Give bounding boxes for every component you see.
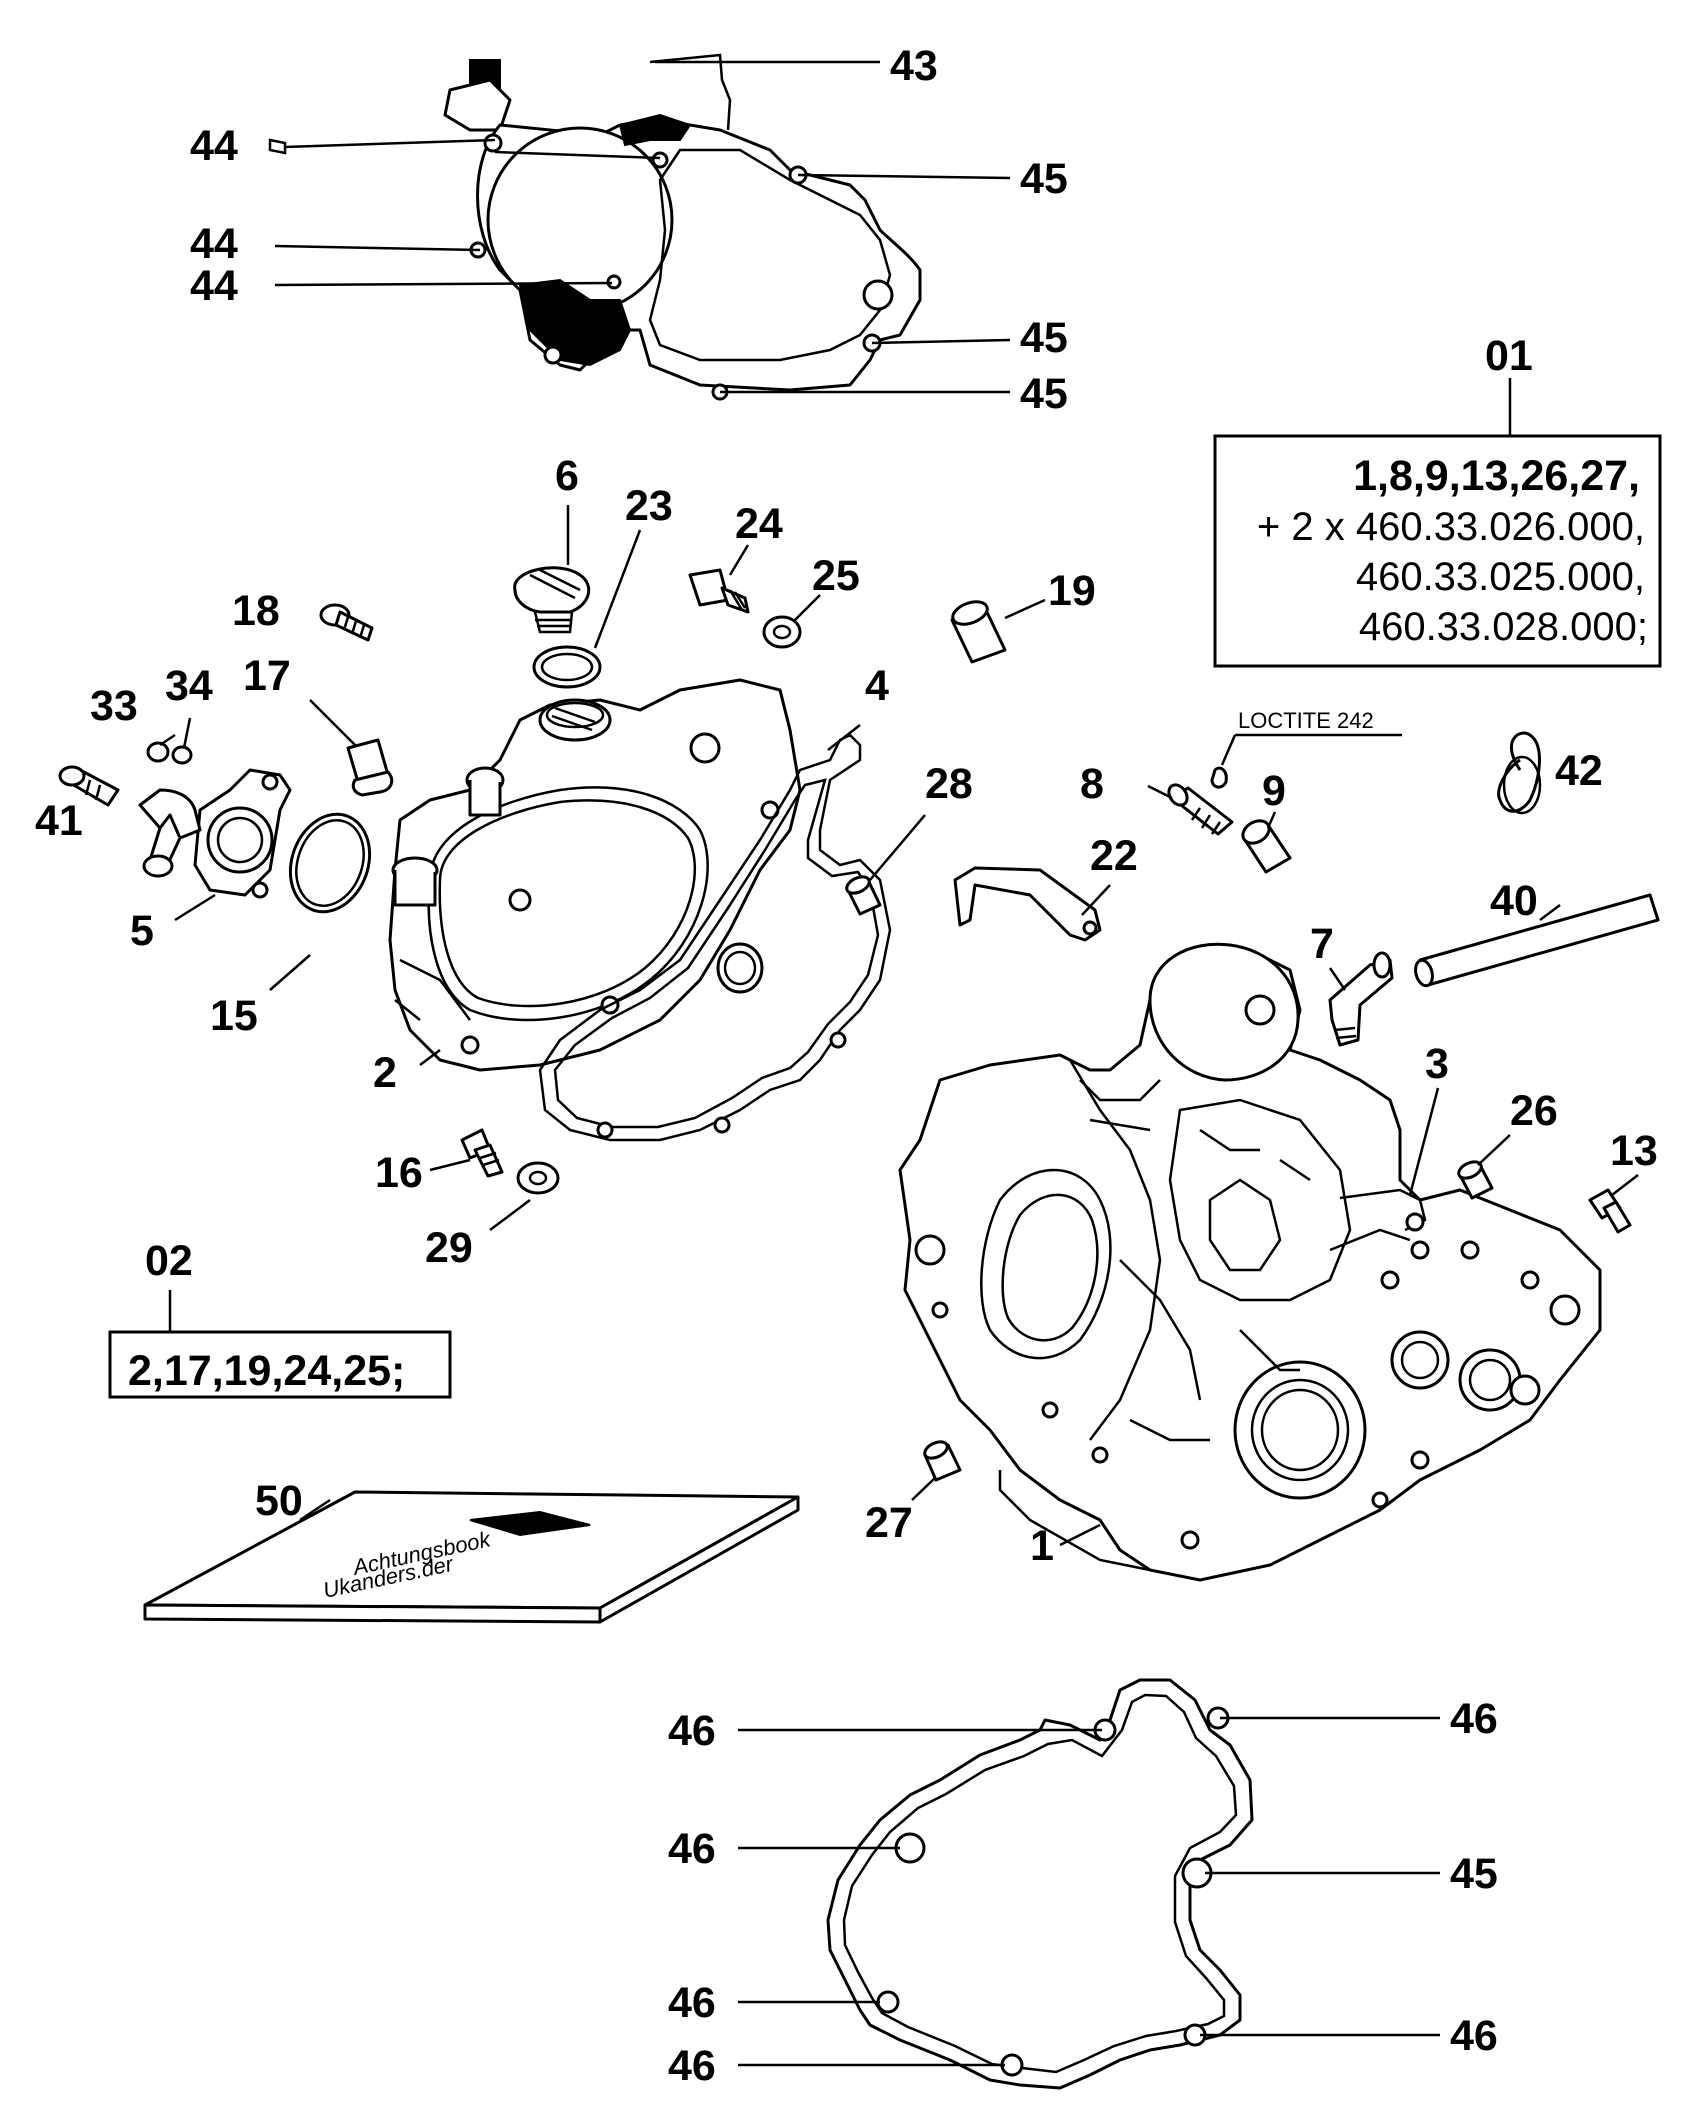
callout-41: 41	[35, 797, 83, 845]
callout-23: 23	[625, 482, 673, 530]
kit-01-line-2: + 2 x 460.33.026.000,	[1257, 505, 1645, 549]
callout-40: 40	[1490, 877, 1538, 925]
part-2-clutch-cover	[388, 678, 802, 1072]
callout-45-b: 45	[1020, 314, 1068, 362]
kit-02-line-1: 2,17,19,24,25;	[128, 1347, 405, 1395]
callout-44-a: 44	[190, 122, 238, 170]
callout-26: 26	[1510, 1087, 1558, 1135]
callout-17: 17	[243, 652, 291, 700]
part-6-filler-plug	[513, 505, 591, 634]
callout-42: 42	[1555, 747, 1603, 795]
part-9-nut	[1241, 811, 1292, 874]
callout-34: 34	[165, 662, 213, 710]
callout-46-e: 46	[1450, 2012, 1498, 2060]
part-50-manual	[143, 1490, 800, 1624]
kit-01-line-1: 1,8,9,13,26,27,	[1353, 452, 1640, 500]
callout-46-f: 46	[668, 2042, 716, 2090]
callout-28: 28	[925, 760, 973, 808]
loctite-label: LOCTITE 242	[1238, 708, 1374, 733]
callout-1: 1	[1030, 1522, 1054, 1570]
callout-25: 25	[812, 552, 860, 600]
part-18-screw	[319, 603, 374, 642]
part-5-water-pump-cover	[138, 768, 292, 922]
loctite-note	[1210, 733, 1402, 789]
part-19-sleeve	[950, 598, 1046, 664]
kit-01-box	[1213, 378, 1662, 668]
part-24-bolt	[688, 544, 750, 614]
callout-46-a: 46	[668, 1707, 716, 1755]
part-15-o-ring	[269, 812, 372, 991]
callout-43: 43	[890, 42, 938, 90]
callout-44-c: 44	[190, 262, 238, 310]
callout-3: 3	[1425, 1040, 1449, 1088]
callout-15: 15	[210, 992, 258, 1040]
callout-2: 2	[373, 1049, 397, 1097]
callout-46-c: 46	[668, 1825, 716, 1873]
callout-45-d: 45	[1450, 1850, 1498, 1898]
part-25-washer	[762, 594, 821, 649]
part-33-34-washer-nut	[146, 717, 193, 765]
part-28-dowel	[845, 814, 926, 916]
part-8-stud	[1147, 783, 1234, 836]
callout-4: 4	[865, 662, 889, 710]
part-41-screw	[58, 765, 120, 807]
part-23-o-ring	[532, 529, 642, 689]
callout-27: 27	[865, 1499, 913, 1547]
callout-9: 9	[1262, 767, 1286, 815]
callout-7: 7	[1310, 920, 1334, 968]
part-3-gasket	[1339, 1087, 1440, 1232]
kit-01-line-3: 460.33.025.000,	[1356, 555, 1645, 599]
part-17-drain-plug	[309, 699, 394, 797]
part-7-elbow-fitting	[1328, 951, 1394, 1047]
callout-33: 33	[90, 682, 138, 730]
callout-5: 5	[130, 907, 154, 955]
part-16-screw	[429, 1128, 504, 1178]
kit-01-label: 01	[1485, 332, 1533, 380]
ignition-cover-gasket	[268, 53, 1011, 401]
part-26-dowel	[1457, 1134, 1511, 1200]
callout-24: 24	[735, 500, 783, 548]
part-42-hose-clamp	[1497, 731, 1542, 815]
part-40-hose	[1414, 893, 1660, 988]
callout-50: 50	[255, 1477, 303, 1525]
callout-46-d: 46	[668, 1979, 716, 2027]
callout-29: 29	[425, 1224, 473, 1272]
callout-19: 19	[1048, 567, 1096, 615]
callout-46-b: 46	[1450, 1695, 1498, 1743]
part-1-crankcase	[898, 942, 1602, 1582]
kit-01-line-4: 460.33.028.000;	[1359, 605, 1648, 649]
part-27-dowel	[911, 1440, 962, 1501]
part-22-bracket	[953, 866, 1111, 942]
part-29-washer	[489, 1161, 560, 1231]
callout-45-a: 45	[1020, 155, 1068, 203]
callout-45-c: 45	[1020, 370, 1068, 418]
kit-02-box	[108, 1290, 452, 1399]
callout-18: 18	[232, 587, 280, 635]
kit-02-label: 02	[145, 1237, 193, 1285]
callout-44-b: 44	[190, 220, 238, 268]
callout-6: 6	[555, 452, 579, 500]
ignition-side-gasket	[738, 1678, 1440, 2090]
callout-16: 16	[375, 1149, 423, 1197]
callout-22: 22	[1090, 832, 1138, 880]
callout-13: 13	[1610, 1127, 1658, 1175]
part-13-screw	[1588, 1174, 1639, 1234]
callout-8: 8	[1080, 760, 1104, 808]
